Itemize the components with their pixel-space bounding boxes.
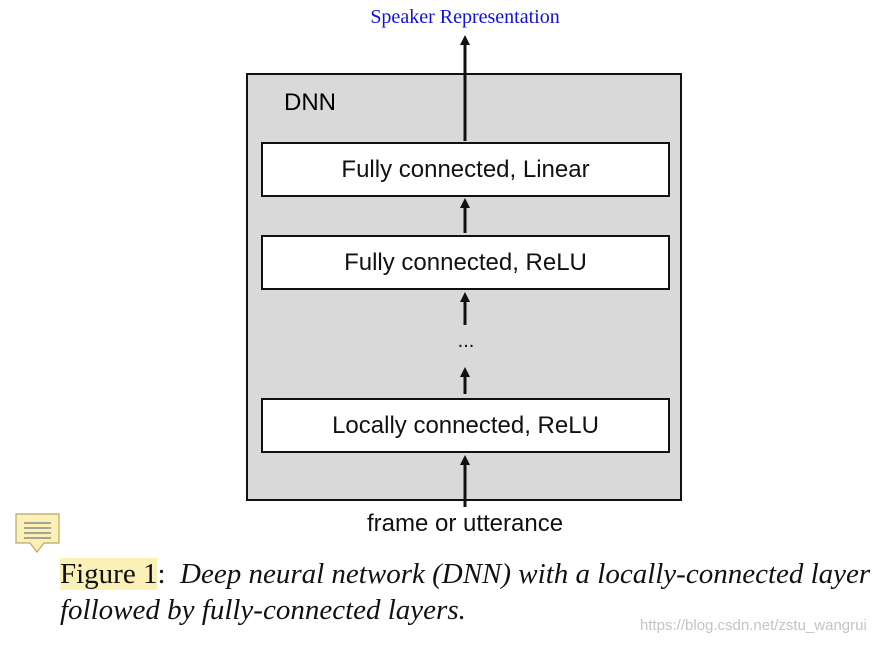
layer-label: Locally connected, ReLU <box>332 411 599 439</box>
caption-text: Deep neural network (DNN) with a locally… <box>60 558 871 626</box>
layer-locally-connected-relu: Locally connected, ReLU <box>261 398 670 453</box>
ellipsis-label: ... <box>457 330 475 352</box>
figure-caption: Figure 1: Deep neural network (DNN) with… <box>60 556 888 628</box>
layer-fully-connected-linear: Fully connected, Linear <box>261 142 670 197</box>
watermark: https://blog.csdn.net/zstu_wangrui <box>640 617 867 634</box>
layer-label: Fully connected, ReLU <box>344 248 587 276</box>
layer-label: Fully connected, Linear <box>341 155 590 183</box>
note-icon[interactable] <box>14 513 61 555</box>
layer-fully-connected-relu: Fully connected, ReLU <box>261 235 670 290</box>
input-label: frame or utterance <box>366 510 564 537</box>
dnn-container-label: DNN <box>284 89 336 116</box>
output-label: Speaker Representation <box>370 6 560 28</box>
figure-reference: Figure 1 <box>60 558 158 590</box>
caption-separator: : <box>157 558 166 590</box>
